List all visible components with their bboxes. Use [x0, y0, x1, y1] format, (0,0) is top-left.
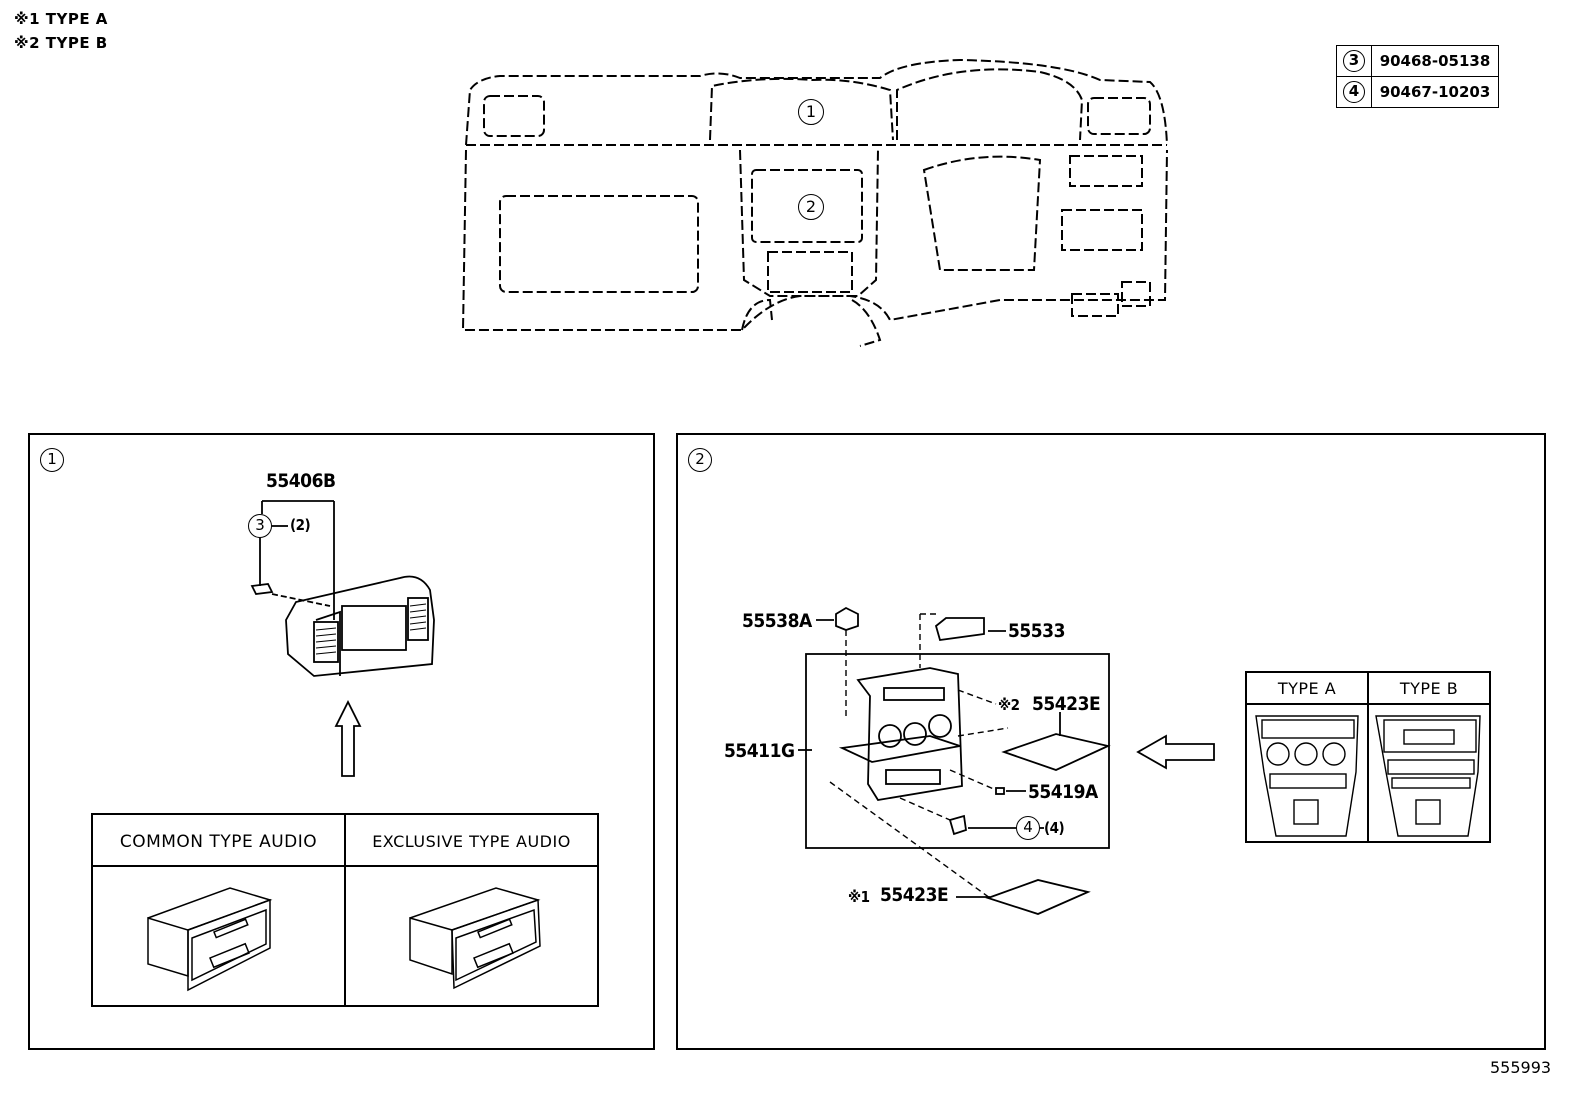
part-55411g-label: 55411G — [724, 740, 795, 762]
overview-callout-1: 1 — [798, 99, 824, 125]
panel-2-id: 2 — [688, 448, 712, 472]
ref-circle-3-callout: 3 — [248, 514, 272, 538]
legend-type-a: ※1 TYPE A — [14, 10, 108, 28]
ref-qty-4-label: (4) — [1044, 819, 1065, 837]
reference-table: 3 90468-05138 4 90467-10203 — [1336, 45, 1499, 108]
ref-circle-4: 4 — [1343, 81, 1365, 103]
type-a-header: TYPE A — [1277, 679, 1337, 698]
reference-row: 4 90467-10203 — [1336, 76, 1499, 108]
audio-col-common: COMMON TYPE AUDIO — [119, 832, 318, 852]
detail-panel-2 — [676, 433, 1546, 1050]
detail-panel-1 — [28, 433, 655, 1050]
audio-col-exclusive: EXCLUSIVE TYPE AUDIO — [372, 832, 571, 851]
part-55406b-label: 55406B — [266, 470, 336, 492]
ref-part-number: 90467-10203 — [1371, 76, 1499, 108]
part-55419a-label: 55419A — [1028, 781, 1098, 803]
part-55423e-type-b-label: 55423E — [1032, 693, 1101, 715]
type-b-header: TYPE B — [1399, 679, 1459, 698]
part-55538a-label: 55538A — [742, 610, 812, 632]
overview-callout-2: 2 — [798, 194, 824, 220]
ref-circle-4-callout: 4 — [1016, 816, 1040, 840]
type-a-mark: ※1 — [848, 888, 870, 906]
type-b-mark: ※2 — [998, 696, 1020, 714]
part-55533-label: 55533 — [1008, 620, 1065, 642]
panel-1-id: 1 — [40, 448, 64, 472]
legend-type-b: ※2 TYPE B — [14, 34, 108, 52]
ref-circle-3: 3 — [1343, 50, 1365, 72]
part-55423e-type-a-label: 55423E — [880, 884, 949, 906]
ref-qty-label: (2) — [290, 516, 311, 534]
diagram-code: 555993 — [1490, 1058, 1552, 1077]
